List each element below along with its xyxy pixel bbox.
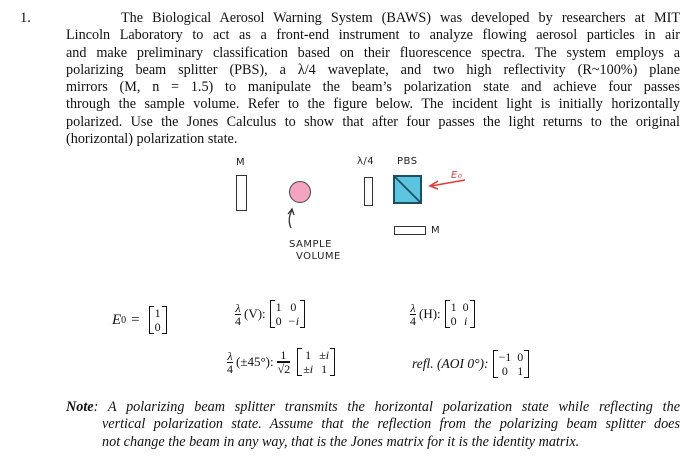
problem-line: The Biological Aerosol Warning System (B…	[121, 10, 680, 26]
matrix-cell: 0	[462, 300, 469, 314]
note-line: : A polarizing beam splitter transmits t…	[93, 399, 680, 415]
pbs-label: PBS	[397, 156, 418, 167]
volume-label: VOLUME	[296, 251, 341, 262]
matrix-cell: 1	[517, 364, 524, 378]
matrix-cell: 1	[275, 300, 282, 314]
e0-subscript: 0	[121, 314, 127, 326]
problem-line: polarized. Use the Jones Calculus to sho…	[66, 113, 680, 130]
mirror-bottom	[394, 226, 426, 235]
note-line: not change the beam in any way, that is …	[102, 433, 580, 450]
matrix-cell: 0	[501, 364, 508, 378]
sample-volume-circle	[289, 181, 311, 203]
problem-line: through the sample volume. Refer to the …	[66, 96, 680, 113]
question-number: 1.	[20, 10, 31, 26]
matrix-cell: 1	[450, 300, 457, 314]
problem-line: and make preliminary classification base…	[66, 44, 680, 61]
h-label: (H):	[419, 306, 441, 321]
matrix-cell: −i	[287, 314, 300, 328]
matrix-cell: 0	[275, 314, 282, 328]
e0-matrix: 1 0	[148, 306, 167, 334]
matrix-cell: ±i	[303, 362, 314, 376]
mirror-left	[236, 175, 247, 211]
note-label: Note	[66, 399, 94, 415]
mirror-left-label: M	[236, 157, 246, 168]
matrix-cell: 1	[154, 306, 161, 320]
problem-line: Lincoln Laboratory to act as a front-end…	[66, 27, 680, 44]
one-over-sqrt2: 1√2	[276, 348, 291, 376]
note-line: vertical polarization state. Assume that…	[102, 416, 680, 433]
pbs-cube	[393, 175, 422, 204]
mirror-bottom-label: M	[431, 225, 441, 236]
matrix-cell: i	[464, 314, 468, 328]
e0-figure-label: E₀	[451, 170, 463, 181]
waveplate-label: λ/4	[357, 156, 375, 167]
refl-label: refl. (AOI 0°):	[412, 356, 489, 371]
note-text: Note: A polarizing beam splitter transmi…	[66, 399, 680, 451]
matrix-cell: 0	[517, 350, 524, 364]
problem-line: (horizontal) polarization state.	[66, 131, 238, 148]
v-matrix: 1 0 0 −i	[269, 300, 306, 328]
sample-pointer-icon	[287, 207, 295, 229]
problem-line: polarizing beam splitter (PBS), a λ/4 wa…	[66, 61, 680, 78]
problem-line: mirrors (M, n = 1.5) to manipulate the b…	[66, 79, 680, 96]
pm45-matrix: 1 ±i ±i 1	[297, 348, 336, 376]
incident-beam-arrow-icon	[428, 179, 466, 190]
equals-sign: =	[131, 311, 140, 328]
matrix-cell: ±i	[319, 348, 330, 362]
e0-symbol: E	[112, 311, 122, 328]
v-label: (V):	[244, 306, 266, 321]
matrix-cell: 0	[290, 300, 297, 314]
h-matrix: 1 0 0 i	[444, 300, 475, 328]
waveplate	[364, 177, 373, 206]
matrix-cell: 1	[321, 362, 328, 376]
sample-label: SAMPLE	[289, 239, 332, 250]
matrix-cell: 0	[450, 314, 457, 328]
reflection-equation: refl. (AOI 0°): −1 0 0 1	[412, 350, 530, 378]
matrix-cell: 1	[305, 348, 312, 362]
matrix-cell: −1	[498, 350, 512, 364]
pm45-label: (±45°):	[236, 354, 274, 369]
matrix-cell: 0	[154, 320, 161, 334]
refl-matrix: −1 0 0 1	[492, 350, 530, 378]
problem-text: The Biological Aerosol Warning System (B…	[66, 10, 680, 148]
